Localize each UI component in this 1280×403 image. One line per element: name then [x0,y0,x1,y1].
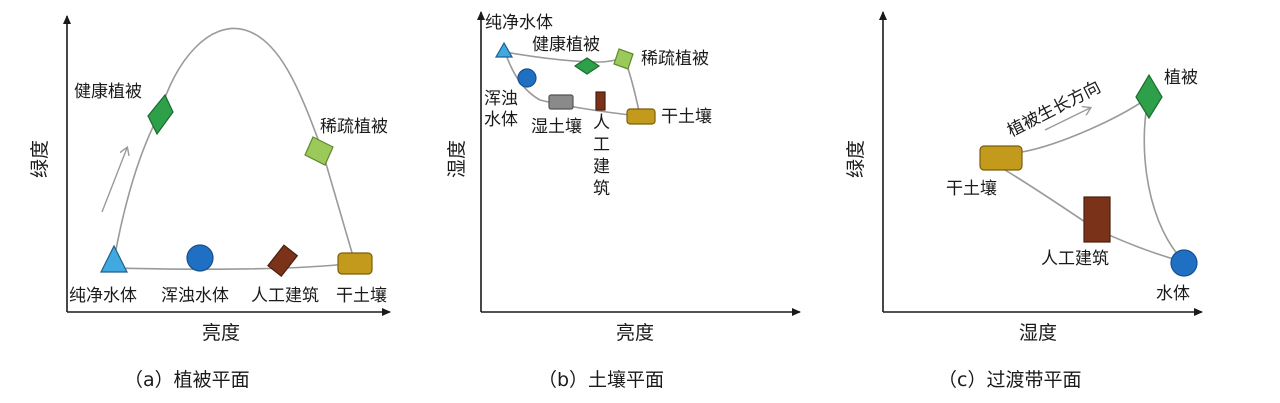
label-dry-soil: 干土壤 [661,106,712,127]
label-sparse-veg: 稀疏植被 [320,117,388,137]
label-water: 水体 [1156,284,1190,304]
panel-vegetation-plane: 纯净水体 浑浊水体 人工建筑 干土壤 健康植被 稀疏植被 亮度 绿度 （a）植被… [29,15,391,391]
growth-arrow [101,148,127,213]
label-pure-water: 纯净水体 [69,286,137,306]
caption-a: （a）植被平面 [124,369,250,391]
built-rect [267,244,299,278]
label-turbid-water-2: 水体 [484,110,518,130]
wet-soil-rect [548,94,574,110]
built-rect [1083,196,1111,243]
label-turbid-water-1: 浑浊 [484,89,518,109]
label-healthy-veg: 健康植被 [74,82,142,102]
label-growth-direction: 植被生长方向 [1004,77,1104,141]
panel-transition-plane: 干土壤 植被 人工建筑 水体 植被生长方向 湿度 绿度 （c）过渡带平面 [845,11,1203,391]
water-circle [1170,249,1198,277]
dry-soil-rect [626,108,656,125]
turbid-water-circle [186,244,214,272]
built-rect [595,91,606,111]
label-healthy-veg: 健康植被 [532,35,600,55]
y-axis-title: 湿度 [446,140,468,178]
vegetation-diamond [1135,73,1163,120]
turbid-water-circle [517,68,537,88]
label-dry-soil: 干土壤 [336,285,387,306]
label-built-3: 建 [593,157,610,177]
label-built-4: 筑 [593,179,610,199]
pure-water-triangle [494,41,514,58]
healthy-veg-diamond [573,57,601,75]
dry-soil-rect [979,145,1023,171]
caption-c: （c）过渡带平面 [938,369,1081,391]
label-sparse-veg: 稀疏植被 [641,49,709,69]
x-axis-title: 湿度 [1019,322,1057,344]
growth-arrow [1044,108,1090,131]
sparse-veg-diamond [613,48,634,70]
x-axis-title: 亮度 [616,322,654,344]
label-dry-soil: 干土壤 [946,178,997,199]
y-axis-title: 绿度 [845,140,867,178]
healthy-veg-diamond [147,93,174,136]
caption-b: （b）土壤平面 [538,369,664,391]
dry-soil-rect [337,252,373,275]
sparse-veg-diamond [304,136,334,166]
label-pure-water: 纯净水体 [485,13,553,33]
pure-water-triangle [100,244,128,273]
label-turbid-water: 浑浊水体 [161,286,229,306]
triangle-boundary [1004,95,1187,264]
label-built: 人工建筑 [251,286,319,306]
label-vegetation: 植被 [1164,68,1198,88]
x-axis-title: 亮度 [202,322,240,344]
label-built-2: 工 [593,135,610,155]
y-axis-title: 绿度 [29,140,51,178]
label-wet-soil: 湿土壤 [531,116,582,137]
panel-soil-plane: 纯净水体 健康植被 稀疏植被 浑浊 水体 湿土壤 人 工 建 筑 干土壤 亮度 … [446,11,801,391]
label-built-1: 人 [593,113,610,133]
label-built: 人工建筑 [1041,249,1109,269]
